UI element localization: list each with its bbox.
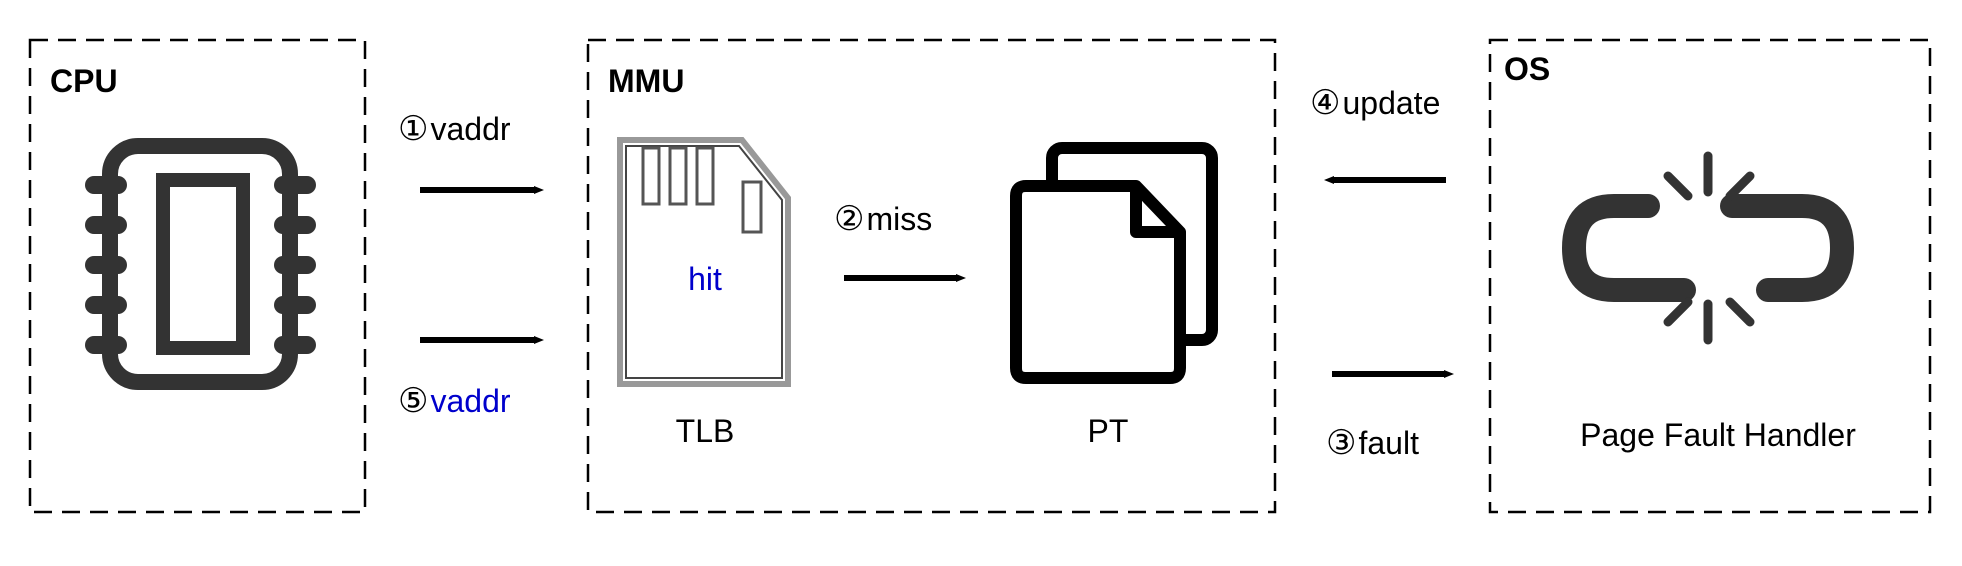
sd-card-icon — [617, 137, 791, 387]
step-4-text: update — [1342, 85, 1440, 121]
step-1-text: vaddr — [430, 111, 510, 147]
step-2-number: ② — [834, 199, 864, 239]
tlb-hit-label: hit — [688, 261, 722, 297]
step-2-label: ②miss — [834, 199, 932, 239]
step-4-label: ④update — [1310, 83, 1440, 123]
step-3-text: fault — [1358, 425, 1419, 461]
step-1-number: ① — [398, 109, 428, 149]
step-4-number: ④ — [1310, 83, 1340, 123]
cpu-box: CPU — [28, 38, 367, 514]
pt-label: PT — [1088, 413, 1129, 449]
cpu-chip-icon — [85, 138, 316, 390]
step-5-label: ⑤vaddr — [398, 381, 511, 421]
documents-icon — [1010, 142, 1218, 384]
mmu-title: MMU — [608, 63, 684, 99]
broken-link-icon — [1561, 151, 1855, 345]
step-5-text: vaddr — [430, 383, 510, 419]
step-3-number: ③ — [1326, 423, 1356, 463]
tlb-label: TLB — [676, 413, 735, 449]
os-box: OS Page Fault Handler — [1488, 38, 1932, 514]
step-3-label: ③fault — [1326, 423, 1419, 463]
handler-label: Page Fault Handler — [1580, 417, 1856, 453]
step-1-label: ①vaddr — [398, 109, 511, 149]
step-2-text: miss — [866, 201, 932, 237]
mmu-box: MMU hit TLB PT — [586, 38, 1277, 514]
step-5-number: ⑤ — [398, 381, 428, 421]
cpu-title: CPU — [50, 63, 118, 99]
os-title: OS — [1504, 51, 1550, 87]
